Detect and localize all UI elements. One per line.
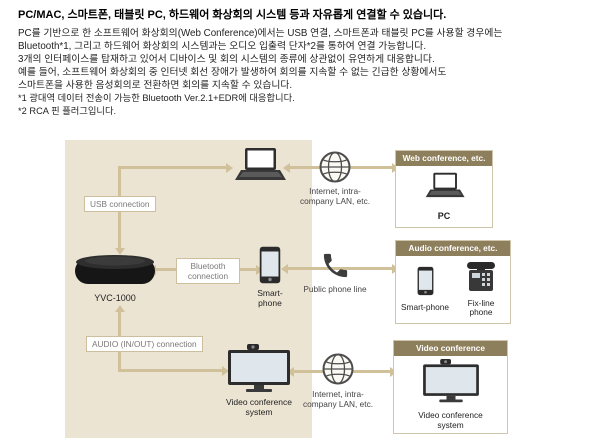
smartphone-label: Smart-phone	[257, 288, 283, 308]
globe-icon-bottom	[321, 352, 355, 391]
intro-line: PC를 기반으로 한 소프트웨어 화상회의(Web Conference)에서는…	[18, 28, 503, 39]
web-conference-header: Web conference, etc.	[396, 151, 492, 166]
intro-line: 3개의 인터페이스를 탑재하고 있어서 디바이스 및 회의 시스템의 종류에 상…	[18, 54, 435, 65]
audio-connection-label: AUDIO (IN/OUT) connection	[86, 336, 203, 352]
laptop-icon	[230, 147, 288, 194]
usb-connection-label: USB connection	[84, 196, 156, 212]
audio-smartphone-item: Smart-phone	[400, 266, 450, 313]
smartphone-icon	[259, 246, 281, 289]
usb-arrow-horizontal	[118, 162, 233, 173]
intro-line: Bluetooth*1, 그리고 하드웨어 화상회의 시스템과는 오디오 입출력…	[18, 41, 427, 52]
lan-label-bottom: Internet, intra-company LAN, etc.	[302, 389, 374, 409]
footnote-1: *1 광대역 데이터 전송이 가능한 Bluetooth Ver.2.1+EDR…	[18, 93, 295, 103]
pc-icon	[421, 172, 467, 209]
smartphone-label-right: Smart-phone	[401, 302, 449, 313]
public-phone-line-label: Public phone line	[303, 284, 367, 294]
video-system-icon-right	[422, 359, 480, 409]
lan-label-top: Internet, intra-company LAN, etc.	[299, 186, 371, 206]
diagram-panel	[65, 140, 312, 438]
video-system-icon	[227, 344, 291, 399]
bluetooth-connection-label: Bluetooth connection	[176, 258, 240, 284]
web-conference-box: Web conference, etc. PC	[395, 150, 493, 228]
audio-conference-box: Audio conference, etc. Smart-phone	[395, 240, 511, 324]
video-conference-header: Video conference	[394, 341, 507, 356]
globe-icon-top	[318, 150, 352, 189]
fixline-phone-label: Fix-line phone	[467, 297, 495, 317]
page-title: PC/MAC, 스마트폰, 태블릿 PC, 하드웨어 화상회의 시스템 등과 자…	[18, 9, 447, 21]
intro-section: PC/MAC, 스마트폰, 태블릿 PC, 하드웨어 화상회의 시스템 등과 자…	[18, 8, 596, 117]
intro-line: 스마트폰을 사용한 음성회의로 전환하면 회의를 지속할 수 있습니다.	[18, 80, 293, 91]
video-conference-box: Video conference Video conference system	[393, 340, 508, 434]
pc-label: PC	[437, 211, 451, 221]
intro-line: 예를 들어, 소프트웨어 화상회의 중 인터넷 회선 장애가 발생하여 회의를 …	[18, 67, 447, 78]
yvc-1000-device	[74, 250, 156, 295]
yvc-1000-label: YVC-1000	[94, 293, 136, 303]
audio-fixline-item: Fix-line phone	[456, 261, 506, 318]
fixline-phone-icon	[466, 261, 496, 297]
audio-conference-header: Audio conference, etc.	[396, 241, 510, 256]
footnote-2: *2 RCA 핀 플러그입니다.	[18, 105, 117, 116]
audio-arrow-horizontal	[118, 365, 229, 376]
video-system-label-right: Video conference system	[418, 410, 483, 430]
smartphone-icon-right	[417, 266, 434, 301]
video-system-label: Video conference system	[225, 397, 292, 417]
phone-handset-icon	[320, 250, 351, 286]
